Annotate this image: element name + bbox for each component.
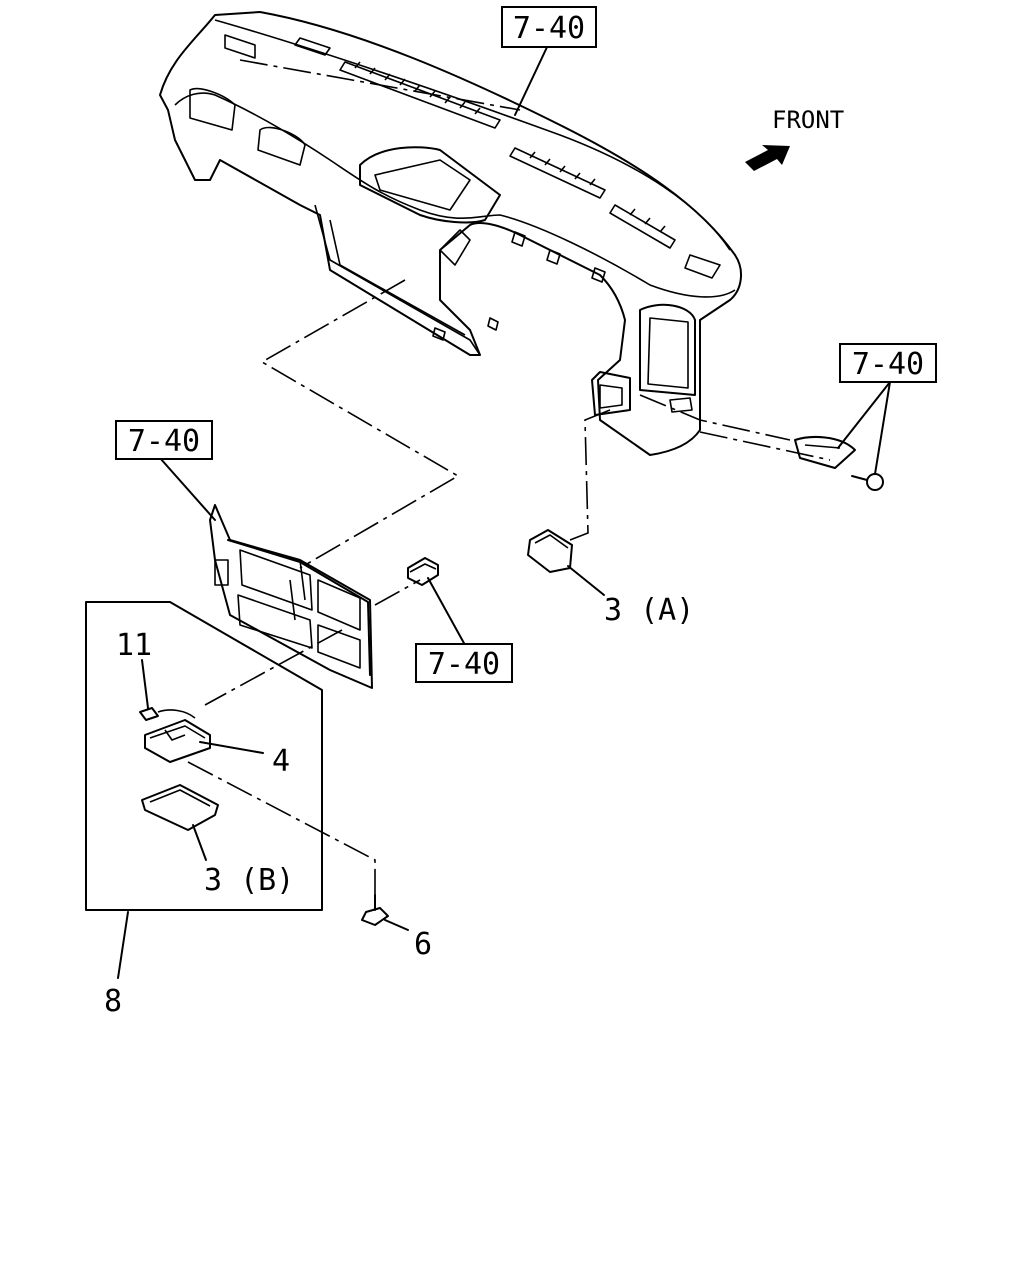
ref-box-center-label: 7-40 xyxy=(428,647,500,682)
ref-box-left: 7-40 xyxy=(115,420,213,460)
ref-box-right-label: 7-40 xyxy=(852,347,924,382)
part-3b-tray xyxy=(141,784,219,831)
ref-box-center: 7-40 xyxy=(415,643,513,683)
callout-6: 6 xyxy=(414,927,432,962)
instrument-panel xyxy=(159,11,742,456)
screw-icon xyxy=(851,473,884,491)
clip-part xyxy=(407,557,439,586)
connection-lines xyxy=(187,59,831,895)
part-6-clip xyxy=(361,894,389,926)
ref-box-left-label: 7-40 xyxy=(128,424,200,459)
defroster-grille xyxy=(339,61,676,249)
ref-box-top: 7-40 xyxy=(501,6,597,48)
front-label: FRONT xyxy=(772,106,844,134)
ref-box-right: 7-40 xyxy=(839,343,937,383)
part-11-connector xyxy=(139,707,196,721)
part-4-assembly xyxy=(144,719,211,763)
side-cover-part xyxy=(794,436,856,469)
callout-8: 8 xyxy=(104,984,122,1019)
callout-4: 4 xyxy=(272,744,290,779)
ref-box-top-label: 7-40 xyxy=(513,11,585,46)
center-cluster-panel xyxy=(209,504,373,689)
callout-3b: 3 (B) xyxy=(204,863,294,898)
callout-3a: 3 (A) xyxy=(604,593,694,628)
front-arrow-icon xyxy=(745,145,790,171)
callout-11: 11 xyxy=(116,628,152,663)
assembly-box-8 xyxy=(85,601,323,911)
part-3a-box xyxy=(527,529,573,573)
leader-lines xyxy=(117,44,891,979)
